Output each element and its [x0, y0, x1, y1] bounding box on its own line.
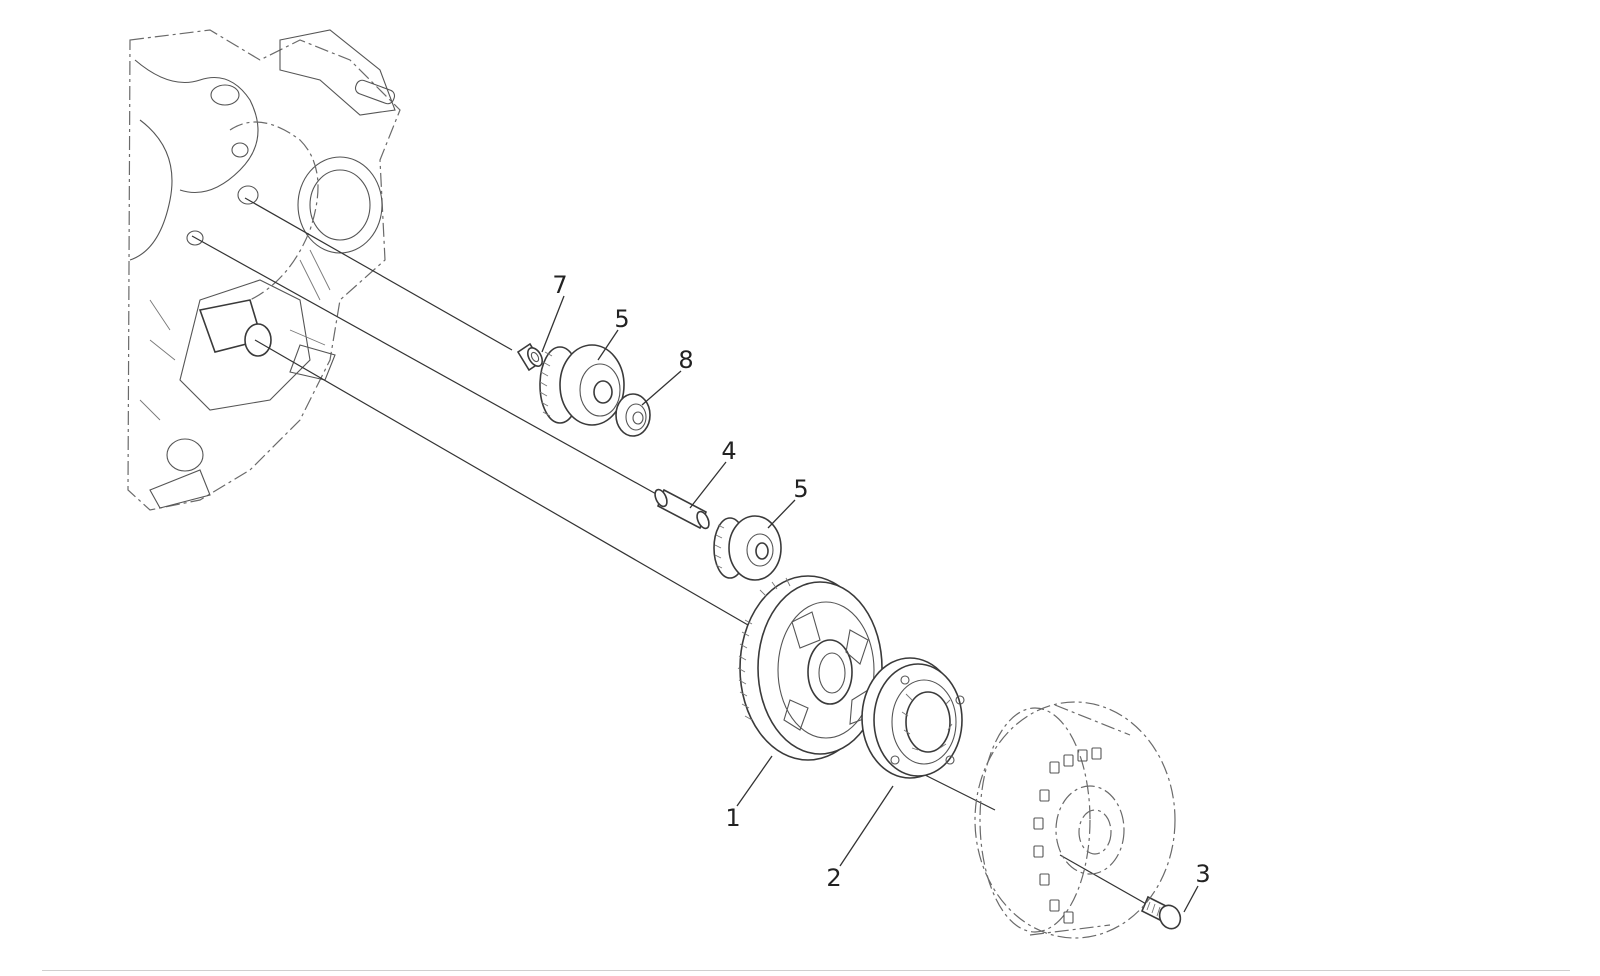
crankcase-housing — [127, 29, 401, 511]
part-4-shaft — [654, 488, 710, 530]
callout-8: 8 — [678, 346, 693, 374]
part-7-needle-bearing — [516, 342, 544, 372]
part-5-idler-gear-upper — [539, 344, 625, 426]
part-5-idler-gear-lower — [713, 515, 782, 581]
callout-4: 4 — [721, 437, 736, 465]
callout-leader-lines — [541, 295, 1199, 913]
part-1-starter-gear — [737, 575, 883, 761]
callout-5-lower: 5 — [793, 475, 808, 503]
callout-3: 3 — [1195, 860, 1210, 888]
part-8-ball-bearing — [615, 393, 651, 437]
assembly-axis-lines — [191, 197, 1149, 906]
callout-labels: 7 5 8 4 5 1 2 3 — [552, 271, 1210, 892]
part-2-one-way-clutch — [861, 657, 965, 779]
callout-2: 2 — [826, 864, 841, 892]
bottom-divider — [42, 970, 1570, 971]
rotor-flywheel — [974, 701, 1176, 939]
part-3-bolt — [1140, 895, 1182, 930]
callout-1: 1 — [725, 804, 740, 832]
callout-7: 7 — [552, 271, 567, 299]
callout-5-upper: 5 — [614, 305, 629, 333]
